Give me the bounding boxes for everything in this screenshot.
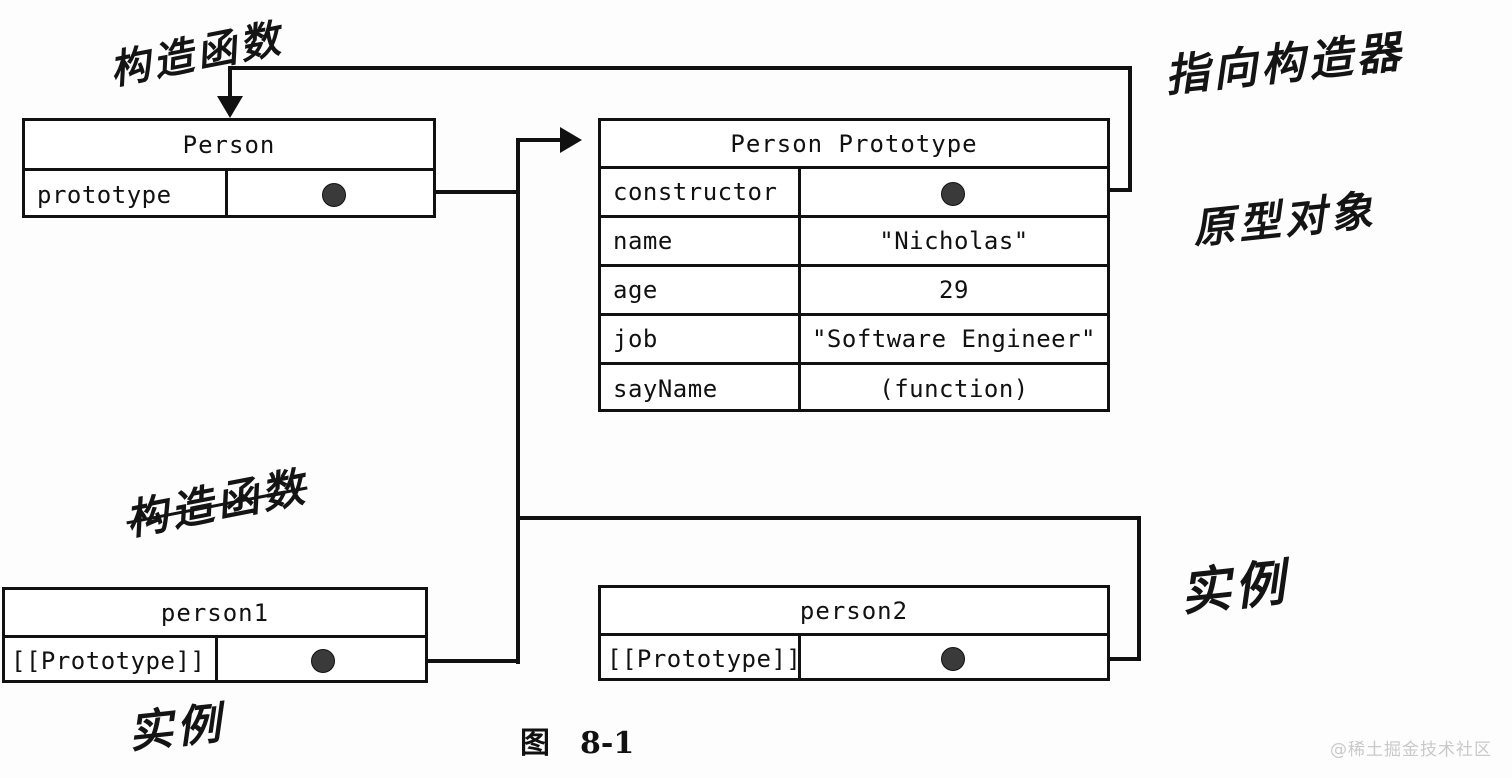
table-row: constructor: [601, 169, 1107, 218]
connector-constructor-down-to-person: [228, 66, 232, 100]
person1-prototype-key: [[Prototype]]: [5, 638, 218, 683]
pointer-dot-icon: [311, 649, 335, 673]
prototype-value-constructor: [801, 169, 1107, 215]
connector-constructor-top-horizontal: [228, 66, 1132, 70]
annotation-prototype-object: 原型对象: [1190, 185, 1379, 254]
connector-person2-top-horizontal: [516, 516, 1141, 520]
annotation-points-to-constructor: 指向构造器: [1162, 26, 1407, 103]
box-person2-title: person2: [601, 588, 1107, 636]
person1-prototype-value: [218, 638, 425, 683]
prototype-key-name: name: [601, 218, 801, 264]
table-row: name "Nicholas": [601, 218, 1107, 267]
pointer-dot-icon: [941, 647, 965, 671]
box-person[interactable]: Person prototype: [22, 118, 436, 218]
annotation-constructor-function-crossed: 构造函数: [121, 461, 312, 546]
watermark: @稀土掘金技术社区: [1330, 740, 1492, 760]
prototype-value-sayname: (function): [879, 374, 1029, 403]
table-row: prototype: [25, 171, 433, 218]
prototype-value-name: "Nicholas": [879, 227, 1029, 255]
annotation-constructor-function: 构造函数: [105, 15, 288, 95]
table-row: age 29: [601, 267, 1107, 316]
prototype-key-job: job: [601, 316, 801, 362]
person-prototype-value: [228, 171, 433, 218]
connector-to-prototype-box: [516, 138, 562, 142]
prototype-key-constructor: constructor: [601, 169, 801, 215]
person-prototype-key: prototype: [25, 171, 228, 218]
box-person2[interactable]: person2 [[Prototype]]: [598, 585, 1110, 681]
table-row: [[Prototype]]: [601, 636, 1107, 681]
prototype-key-sayname: sayName: [601, 365, 801, 412]
pointer-dot-icon: [941, 182, 965, 206]
annotation-instance-left: 实例: [126, 698, 227, 759]
person2-prototype-key: [[Prototype]]: [601, 636, 801, 681]
connector-constructor-vertical-right: [1128, 68, 1132, 190]
arrow-into-person-prototype-icon: [560, 127, 582, 153]
table-row: [[Prototype]]: [5, 638, 425, 683]
box-person-title: Person: [25, 121, 433, 171]
arrow-into-person-icon: [217, 96, 243, 118]
connector-person2-vertical-right: [1137, 516, 1141, 659]
prototype-value-age: 29: [939, 276, 969, 304]
table-row: sayName (function): [601, 365, 1107, 412]
box-person1-title: person1: [5, 590, 425, 638]
person2-prototype-value: [801, 636, 1107, 681]
prototype-key-age: age: [601, 267, 801, 313]
annotation-instance-right: 实例: [1177, 553, 1292, 623]
figure-caption: 图 8-1: [520, 726, 635, 761]
prototype-value-job: "Software Engineer": [811, 325, 1097, 353]
box-person1[interactable]: person1 [[Prototype]]: [2, 587, 428, 683]
box-person-prototype-title: Person Prototype: [601, 121, 1107, 169]
box-person-prototype[interactable]: Person Prototype constructor name "Nicho…: [598, 118, 1110, 412]
table-row: job "Software Engineer": [601, 316, 1107, 365]
connector-vertical-trunk: [516, 140, 520, 664]
pointer-dot-icon: [322, 183, 346, 207]
